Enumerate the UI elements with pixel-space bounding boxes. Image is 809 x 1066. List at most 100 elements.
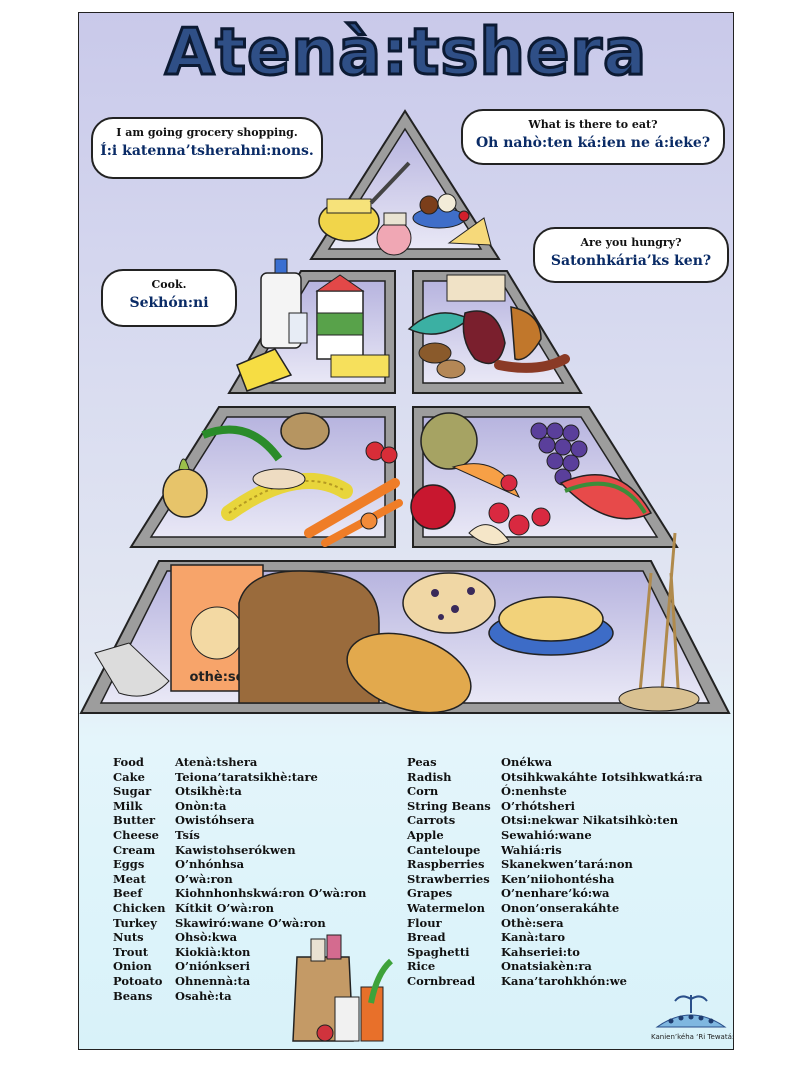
vocabulary-row: Rice Onatsiakèn:ra (407, 959, 703, 974)
vocabulary-mohawk: O’nenhare’kó:wa (501, 886, 610, 901)
vocabulary-row: Meat O’wà:ron (113, 872, 366, 887)
vocabulary-english: Grapes (407, 886, 453, 901)
vocabulary-row: Grapes O’nenhare’kó:wa (407, 886, 703, 901)
vocabulary-row: Watermelon Onon’onserakáhte (407, 901, 703, 916)
logo-icon (655, 995, 727, 1028)
vocabulary-mohawk: O’nhónhsa (175, 857, 245, 872)
bubble-english-text: What is there to eat? (528, 118, 658, 131)
vocabulary-english: Meat (113, 871, 146, 886)
vocabulary-mohawk: Tsís (175, 827, 200, 842)
vocabulary-mohawk: O’wà:ron (175, 871, 233, 886)
vocabulary-mohawk: Kawistohserókwen (175, 842, 296, 857)
vocabulary-row: Cream Kawistohserókwen (113, 843, 366, 858)
vocabulary-row: String Beans O’rhótsheri (407, 799, 703, 814)
vocabulary-english: Trout (113, 944, 149, 959)
vocabulary-english: Cornbread (407, 973, 476, 988)
vocabulary-english: Spaghetti (407, 944, 470, 959)
vocabulary-row: Corn Ó:nenhste (407, 784, 703, 799)
vocabulary-row: Beans Osahè:ta (113, 989, 366, 1004)
vocabulary-english: Strawberries (407, 871, 490, 886)
vocabulary-mohawk: Otsi:nekwar Nikatsihkò:ten (501, 813, 679, 828)
vocabulary-row: Chicken Kítkit O’wà:ron (113, 901, 366, 916)
vocabulary-mohawk: Kiohnhonhskwá:ron O’wà:ron (175, 886, 367, 901)
vocabulary-mohawk: Ó:nenhste (501, 784, 567, 799)
vocabulary-mohawk: Otsihkwakáhte Iotsihkwatká:ra (501, 769, 703, 784)
vocabulary-english: Chicken (113, 900, 166, 915)
vegetable-illustration (162, 412, 403, 547)
vocabulary-mohawk: Ohnennà:ta (175, 973, 251, 988)
vocabulary-mohawk: Sewahió:wane (501, 827, 592, 842)
vocabulary-mohawk: Ken’niiohontésha (501, 871, 615, 886)
vocabulary-mohawk: Kana’tarohkhón:we (501, 973, 627, 988)
vocabulary-mohawk: Kahseriei:to (501, 944, 580, 959)
grain-illustration: othè:se (94, 532, 700, 714)
vocabulary-mohawk: Atenà:tshera (175, 755, 258, 769)
bubble-mohawk-text: Oh nahò:ten ká:ien ne á:ieke? (475, 135, 711, 151)
vocabulary-english: Cream (113, 842, 156, 857)
vocabulary-row: Butter Owistóhsera (113, 813, 366, 828)
vocabulary-mohawk: Otsikhè:ta (175, 784, 242, 799)
poster-title: Atenà:tshera (163, 16, 648, 90)
food-poster: Atenà:tshera (78, 12, 734, 1050)
vocabulary-mohawk: Kiokià:kton (175, 944, 251, 959)
bubble-english-text: I am going grocery shopping. (116, 126, 298, 139)
vocabulary-row: Nuts Ohsò:kwa (113, 930, 366, 945)
vocabulary-english: Canteloupe (407, 842, 481, 857)
vocabulary-english: Watermelon (407, 900, 485, 915)
vocabulary-row: Spaghetti Kahseriei:to (407, 945, 703, 960)
vocabulary-mohawk: Teiona’taratsikhè:tare (175, 769, 318, 784)
vocabulary-mohawk: Onon’onserakáhte (501, 900, 620, 915)
vocabulary-row: Cheese Tsís (113, 828, 366, 843)
vocabulary-english: Corn (407, 784, 439, 799)
vocabulary-english: Raspberries (407, 857, 485, 872)
vocabulary-english: Beans (113, 988, 153, 1003)
organization-logo: Kanien’kéha ‘Ri Tewatá:ti (651, 991, 734, 1047)
vocabulary-english: Milk (113, 798, 143, 813)
vocabulary-row: Raspberries Skanekwen’tará:non (407, 857, 703, 872)
vocabulary-row: Food Atenà:tshera (113, 755, 366, 770)
vocabulary-english: Bread (407, 930, 446, 945)
vocabulary-english: Beef (113, 886, 143, 901)
flour-bag-label: othè:se (190, 670, 245, 685)
vocabulary-english: String Beans (407, 798, 491, 813)
vocabulary-english: Nuts (113, 930, 144, 945)
vocabulary-english: Turkey (113, 915, 157, 930)
vocabulary-mohawk: Skanekwen’tará:non (501, 857, 633, 872)
vocabulary-mohawk: Owistóhsera (175, 813, 255, 828)
vocabulary-mohawk: Osahè:ta (175, 988, 232, 1003)
speech-bubble-cook: Cook. Sekhón:ni (101, 269, 237, 327)
logo-text: Kanien’kéha ‘Ri Tewatá:ti (651, 1033, 734, 1041)
vocabulary-mohawk: Ohsò:kwa (175, 930, 238, 945)
vocabulary-mohawk: Kítkit O’wà:ron (175, 900, 275, 915)
bubble-mohawk-text: Satonhkária’ks ken? (550, 253, 712, 269)
vocabulary-english: Butter (113, 813, 156, 828)
vocabulary-mohawk: Onékwa (501, 755, 553, 769)
vocabulary-english: Food (113, 755, 144, 769)
vocabulary-mohawk: Othè:sera (501, 915, 564, 930)
vocabulary-english: Eggs (113, 857, 145, 872)
vocabulary-mohawk: O’niónkseri (175, 959, 250, 974)
vocabulary-row: Trout Kiokià:kton (113, 945, 366, 960)
vocabulary-mohawk: O’rhótsheri (501, 798, 576, 813)
meat-illustration (407, 274, 570, 379)
vocabulary-mohawk: Onatsiakèn:ra (501, 959, 592, 974)
vocabulary-english: Rice (407, 959, 436, 974)
grocery-bag-illustration (292, 934, 394, 1042)
speech-bubble-grocery: I am going grocery shopping. Í:i katenna… (91, 117, 323, 179)
bubble-english-text: Are you hungry? (580, 236, 682, 249)
vocabulary-english: Cheese (113, 827, 159, 842)
vocabulary-row: Beef Kiohnhonhskwá:ron O’wà:ron (113, 886, 366, 901)
bubble-english-text: Cook. (151, 278, 187, 291)
bubble-mohawk-text: Sekhón:ni (129, 295, 209, 311)
